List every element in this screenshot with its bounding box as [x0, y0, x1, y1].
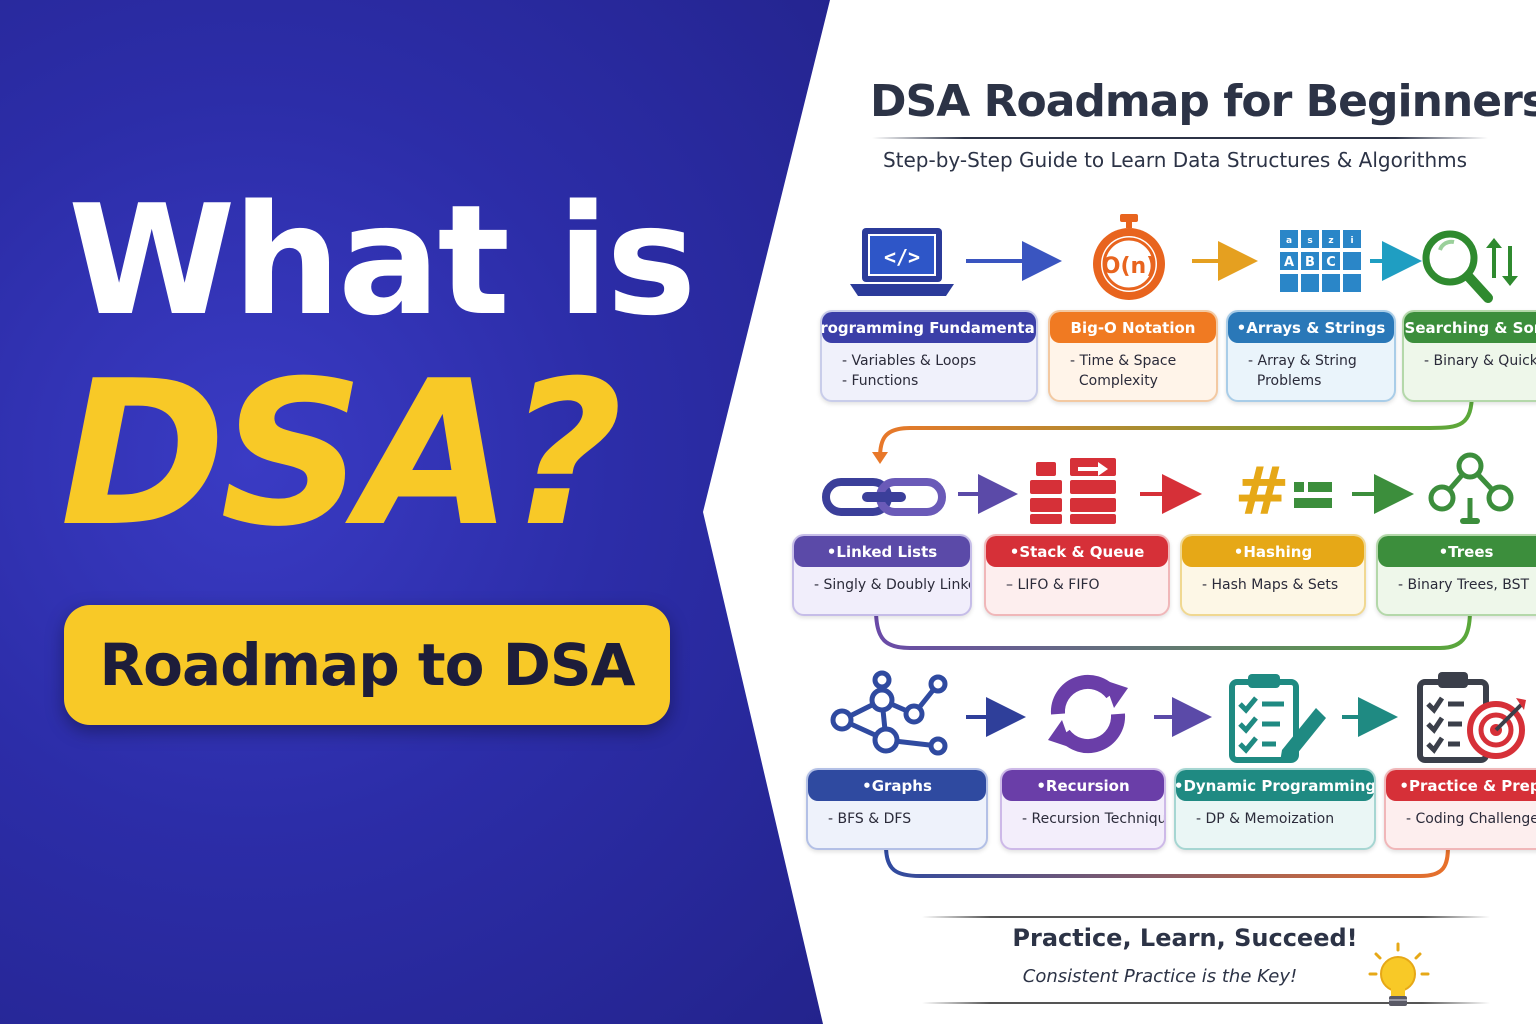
stack-queue-icon [1030, 458, 1116, 524]
svg-text:i: i [1350, 236, 1353, 246]
step-points: - BFS & DFS [808, 801, 986, 829]
step-card-2: Big-O Notation- Time & Space Complexity [1048, 310, 1218, 402]
step-point: - DP & Memoization [1196, 811, 1335, 827]
title-divider [872, 137, 1488, 139]
step-points: - DP & Memoization [1176, 801, 1374, 829]
step-point: - Hash Maps & Sets [1202, 577, 1339, 593]
graph-icon [830, 670, 948, 756]
step-points: - Hash Maps & Sets [1182, 567, 1364, 595]
lightbulb-icon [1368, 942, 1430, 1006]
step-title: •Arrays & Strings [1228, 312, 1394, 343]
step-title: •Recursion [1002, 770, 1164, 801]
hash-icon: # [1234, 458, 1332, 522]
step-point: - Binary & Quick Sort [1424, 353, 1536, 369]
footer-title: Practice, Learn, Succeed! [1012, 924, 1358, 952]
step-points: - Singly & Doubly Linked [794, 567, 970, 595]
step-point: - Binary Trees, BST [1398, 577, 1530, 593]
grid-icon: a s z i A B C [1280, 230, 1361, 292]
step-points: - Coding Challenges [1386, 801, 1536, 829]
step-point: Complexity [1070, 373, 1158, 389]
step-points: - Array & String Problems [1228, 343, 1394, 391]
step-card-12: •Practice & Prep - Coding Challenges [1384, 768, 1536, 850]
step-point: Problems [1248, 373, 1322, 389]
step-title: •Stack & Queue [986, 536, 1168, 567]
step-point: – LIFO & FIFO [1006, 577, 1100, 593]
step-card-5: •Linked Lists - Singly & Doubly Linked [792, 534, 972, 616]
step-point: - Recursion Techniques [1022, 811, 1166, 827]
svg-text:a: a [1286, 236, 1292, 246]
tree-icon [1428, 452, 1514, 524]
step-points: – LIFO & FIFO [986, 567, 1168, 595]
step-title: Programming Fundamentals [822, 312, 1036, 343]
step-points: - Time & Space Complexity [1050, 343, 1216, 391]
step-title: Big-O Notation [1050, 312, 1216, 343]
step-points: - Binary & Quick Sort [1404, 343, 1536, 371]
step-card-10: •Recursion - Recursion Techniques [1000, 768, 1166, 850]
footer-divider-top [922, 916, 1490, 918]
svg-text:C: C [1326, 255, 1336, 270]
svg-text:z: z [1328, 236, 1333, 246]
step-card-7: •Hashing - Hash Maps & Sets [1180, 534, 1366, 616]
step-title: •Hashing [1182, 536, 1364, 567]
step-points: - Recursion Techniques [1002, 801, 1164, 829]
roadmap-subtitle: Step-by-Step Guide to Learn Data Structu… [882, 148, 1468, 172]
step-point: - Coding Challenges [1406, 811, 1536, 827]
step-card-6: •Stack & Queue – LIFO & FIFO [984, 534, 1170, 616]
svg-text:s: s [1307, 236, 1312, 246]
step-title: •Dynamic Programming [1176, 770, 1374, 801]
step-point: - Functions [842, 373, 919, 389]
hero-title-line1: What is [68, 172, 697, 349]
step-card-3: •Arrays & Strings- Array & String Proble… [1226, 310, 1396, 402]
roadmap-title: DSA Roadmap for Beginners [870, 76, 1536, 127]
chain-link-icon [822, 478, 946, 516]
step-point: - Singly & Doubly Linked [814, 577, 972, 593]
step-point: - Variables & Loops [842, 353, 977, 369]
step-point: - Time & Space [1070, 353, 1177, 369]
step-points: - Variables & Loops - Functions [822, 343, 1036, 391]
step-title: •Graphs [808, 770, 986, 801]
magnifier-icon [1422, 230, 1518, 303]
recursion-icon [1048, 674, 1128, 754]
step-title: •Trees [1378, 536, 1536, 567]
checklist-target-icon [1417, 672, 1526, 763]
hero-panel [0, 0, 830, 1024]
svg-text:</>: </> [884, 245, 920, 269]
connector-row2-row3 [874, 609, 1472, 650]
step-point: - Array & String [1248, 353, 1357, 369]
laptop-code-icon: </> [850, 228, 954, 296]
svg-text:O(n): O(n) [1102, 254, 1156, 279]
step-card-8: •Trees - Binary Trees, BST [1376, 534, 1536, 616]
step-title: •Practice & Prep [1386, 770, 1536, 801]
svg-text:#: # [1234, 458, 1289, 522]
step-points: - Binary Trees, BST [1378, 567, 1536, 595]
stopwatch-icon: O(n) [1093, 214, 1165, 300]
step-card-4: Searching & Sorti - Binary & Quick Sort [1402, 310, 1536, 402]
svg-text:B: B [1305, 255, 1315, 270]
step-title: •Linked Lists [794, 536, 970, 567]
step-card-11: •Dynamic Programming - DP & Memoization [1174, 768, 1376, 850]
footer-divider-bottom [922, 1002, 1490, 1004]
svg-text:A: A [1284, 255, 1294, 270]
hero-title-line2: DSA? [60, 338, 623, 571]
footer-subtitle: Consistent Practice is the Key! [1022, 966, 1298, 987]
clipboard-pen-icon [1229, 674, 1326, 763]
connector-row3-end [884, 845, 1450, 878]
step-title: Searching & Sorti [1404, 312, 1536, 343]
roadmap-pill-label: Roadmap to DSA [99, 631, 635, 699]
roadmap-pill: Roadmap to DSA [64, 605, 670, 725]
step-card-1: Programming Fundamentals- Variables & Lo… [820, 310, 1038, 402]
step-card-9: •Graphs - BFS & DFS [806, 768, 988, 850]
step-point: - BFS & DFS [828, 811, 912, 827]
